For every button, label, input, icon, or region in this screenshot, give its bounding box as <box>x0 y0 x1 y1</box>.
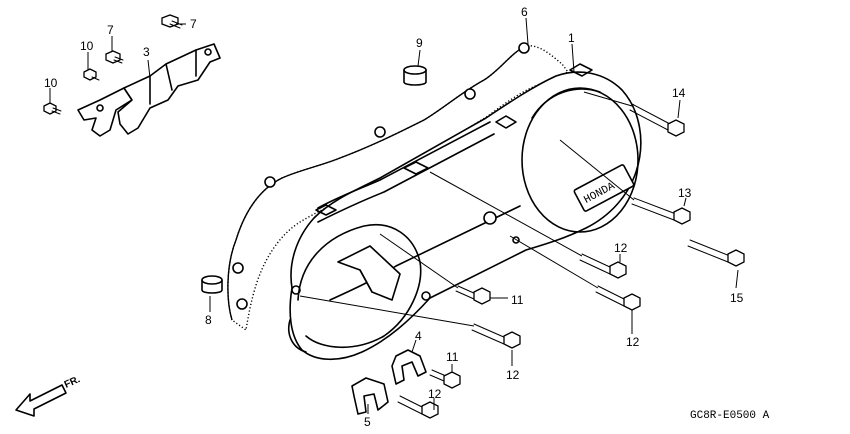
callout-labels: 1 3 4 5 6 7 7 8 9 10 10 11 11 12 12 12 1… <box>44 5 744 429</box>
callout-13: 13 <box>678 186 692 200</box>
callout-3: 3 <box>143 45 150 59</box>
callout-12-right: 12 <box>626 335 640 349</box>
bolt-13 <box>631 197 691 225</box>
callout-14: 14 <box>672 86 686 100</box>
left-crankcase-cover: HONDA <box>288 63 642 361</box>
dowel-pin-8 <box>201 275 223 294</box>
diagram-code: GC8R-E0500 A <box>690 410 770 422</box>
bolt-11-lower <box>429 369 461 389</box>
bracket-cover <box>77 43 221 137</box>
callout-12-upper: 12 <box>614 241 628 255</box>
front-direction-arrow-icon: FR. <box>15 374 82 417</box>
callout-9: 9 <box>416 36 423 50</box>
callout-11-lower: 11 <box>446 350 459 364</box>
callout-11-upper: 11 <box>511 293 524 307</box>
bolt-10-lower <box>43 102 62 115</box>
clip-5 <box>351 377 389 415</box>
callout-6: 6 <box>521 5 528 19</box>
leader-lines <box>49 17 739 414</box>
bolt-12-middle <box>471 323 521 349</box>
callout-10-lower: 10 <box>44 76 58 90</box>
callout-10-upper: 10 <box>80 39 94 53</box>
bolt-12-upper <box>579 253 627 279</box>
bolt-12-right <box>595 285 641 311</box>
callout-12-middle: 12 <box>506 368 520 382</box>
callout-1: 1 <box>568 31 575 45</box>
callout-8: 8 <box>205 313 212 327</box>
callout-7-mid: 7 <box>107 23 114 37</box>
callout-5: 5 <box>364 415 371 429</box>
callout-12-lower: 12 <box>428 387 442 401</box>
bolt-7-top <box>161 14 183 29</box>
callout-4: 4 <box>415 329 422 343</box>
bolt-7-mid <box>105 50 124 64</box>
bolt-10-upper <box>83 68 100 81</box>
dowel-pin-9 <box>403 65 427 86</box>
clip-4 <box>391 349 427 385</box>
gasket <box>227 42 569 331</box>
bolt-15 <box>687 239 745 267</box>
callout-15: 15 <box>730 291 744 305</box>
direction-label: FR. <box>63 374 82 391</box>
callout-7-top: 7 <box>190 17 197 31</box>
bolt-11-upper <box>455 285 491 305</box>
bolt-14 <box>629 103 685 137</box>
